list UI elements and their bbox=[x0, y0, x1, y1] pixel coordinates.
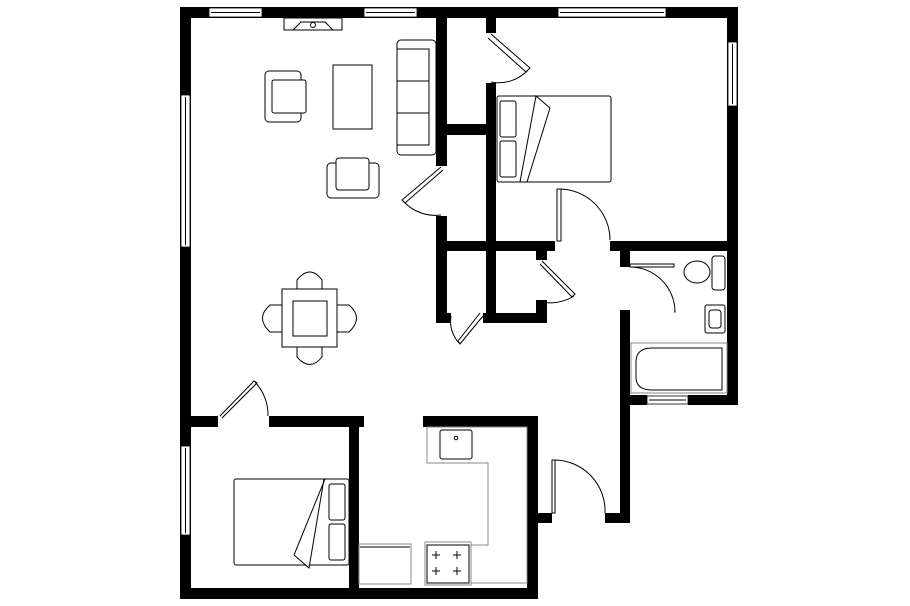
door bbox=[219, 380, 269, 419]
kitchen bbox=[358, 426, 528, 586]
armchair bbox=[264, 70, 307, 123]
door bbox=[539, 260, 576, 304]
bed-master bbox=[496, 95, 612, 183]
sofa bbox=[396, 39, 437, 156]
dining-set bbox=[262, 271, 357, 365]
windows bbox=[180, 7, 738, 536]
refrigerator bbox=[358, 543, 412, 585]
dining-chair bbox=[296, 346, 323, 365]
door bbox=[450, 312, 484, 345]
bathroom-sink bbox=[704, 304, 726, 334]
bathtub bbox=[630, 342, 728, 394]
door bbox=[401, 166, 444, 216]
kitchen-sink bbox=[439, 429, 473, 460]
coffee-table bbox=[332, 64, 373, 130]
armchair bbox=[326, 157, 380, 199]
door bbox=[487, 33, 531, 84]
entry-door bbox=[551, 459, 606, 514]
living-room-furniture bbox=[264, 17, 437, 199]
fireplace bbox=[283, 17, 343, 31]
doors bbox=[219, 33, 676, 514]
dining-chair bbox=[336, 304, 357, 333]
dining-chair bbox=[262, 304, 283, 333]
door bbox=[629, 263, 676, 313]
toilet bbox=[683, 255, 726, 291]
walls bbox=[180, 7, 738, 599]
bathroom-fixtures bbox=[630, 255, 728, 394]
bed-second bbox=[233, 478, 350, 569]
dining-chair bbox=[296, 271, 323, 291]
door bbox=[556, 188, 611, 242]
burner-icon bbox=[432, 551, 461, 575]
